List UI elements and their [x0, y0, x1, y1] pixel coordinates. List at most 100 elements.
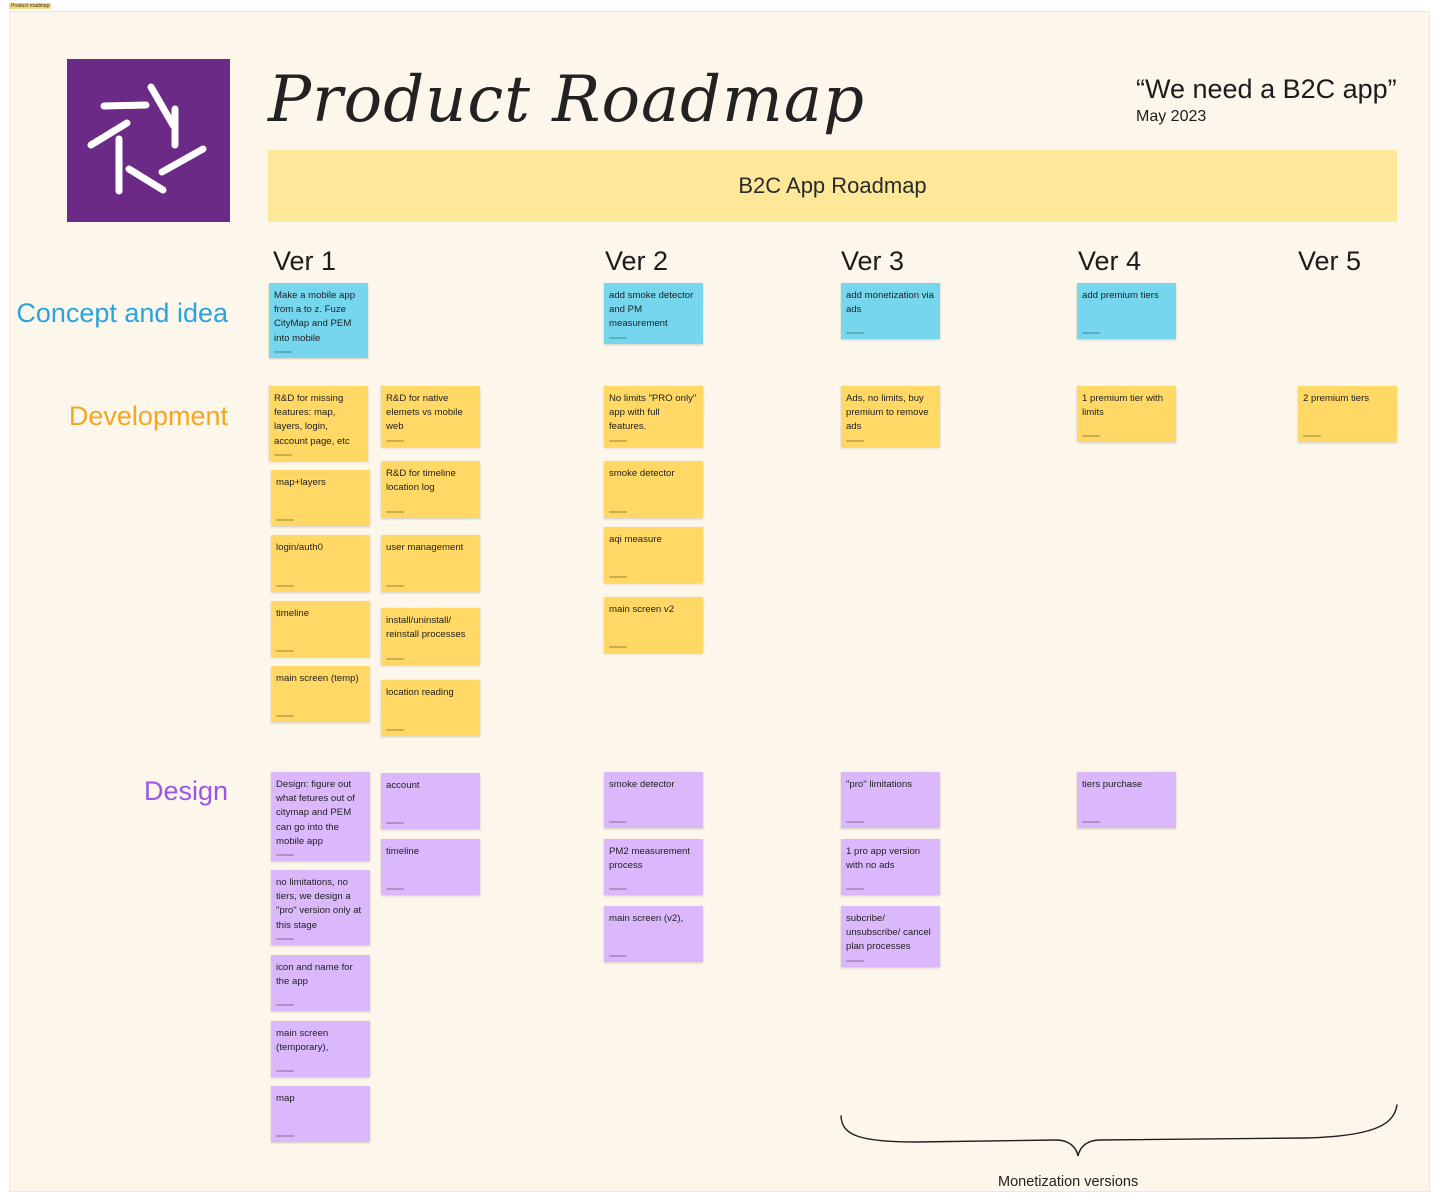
sticky-note[interactable]: R&D for native elemets vs mobile web	[381, 386, 480, 447]
note-author	[386, 658, 404, 660]
note-text: login/auth0	[276, 542, 323, 553]
project-quote: “We need a B2C app”	[1136, 74, 1397, 104]
note-text: user management	[386, 542, 464, 553]
sticky-note[interactable]: Design: figure out what fetures out of c…	[271, 772, 370, 861]
note-text: smoke detector	[609, 779, 675, 790]
note-author	[276, 715, 294, 717]
note-author	[609, 646, 627, 648]
note-text: main screen (temp)	[276, 673, 359, 684]
sticky-note[interactable]: add smoke detector and PM measurement	[604, 283, 703, 344]
sticky-note[interactable]: no limitations, no tiers, we design a "p…	[271, 870, 370, 945]
sticky-note[interactable]: main screen v2	[604, 597, 703, 653]
note-author	[386, 585, 404, 587]
sticky-note[interactable]: "pro" limitations	[841, 772, 940, 828]
sticky-note[interactable]: R&D for missing features: map, layers, l…	[269, 386, 368, 461]
note-author	[276, 650, 294, 652]
note-author	[609, 337, 627, 339]
note-text: 2 premium tiers	[1303, 393, 1370, 404]
note-author	[276, 1004, 294, 1006]
sticky-note[interactable]: map+layers	[271, 470, 370, 526]
sticky-note[interactable]: No limits "PRO only" app with full featu…	[604, 386, 703, 447]
sticky-note[interactable]: map	[271, 1086, 370, 1142]
note-author	[276, 585, 294, 587]
sticky-note[interactable]: location reading	[381, 680, 480, 736]
version-header-3: Ver 3	[841, 246, 905, 276]
note-author	[276, 938, 294, 940]
note-author	[609, 440, 627, 442]
note-author	[386, 511, 404, 513]
sticky-note[interactable]: smoke detector	[604, 772, 703, 828]
sticky-note[interactable]: install/uninstall/ reinstall processes	[381, 608, 480, 665]
note-author	[274, 351, 292, 353]
note-author	[846, 332, 864, 334]
note-author	[609, 511, 627, 513]
note-text: timeline	[386, 846, 420, 857]
sticky-note[interactable]: PM2 measurement process	[604, 839, 703, 895]
version-header-1: Ver 1	[273, 246, 337, 276]
note-author	[846, 440, 864, 442]
row-label-development: Development	[68, 401, 228, 431]
sticky-note[interactable]: main screen (temp)	[271, 666, 370, 722]
frame-tag[interactable]: Product roadmap	[9, 3, 52, 9]
note-author	[274, 454, 292, 456]
note-author	[846, 888, 864, 890]
note-text: add smoke detector and PM measurement	[609, 290, 694, 330]
sticky-note[interactable]: user management	[381, 535, 480, 592]
sticky-note[interactable]: tiers purchase	[1077, 772, 1176, 828]
note-text: 1 premium tier with limits	[1082, 393, 1164, 419]
note-author	[846, 821, 864, 823]
note-text: location reading	[386, 687, 454, 698]
sticky-note[interactable]: account	[381, 773, 480, 829]
note-author	[386, 440, 404, 442]
sticky-note[interactable]: login/auth0	[271, 535, 370, 592]
sticky-note[interactable]: smoke detector	[604, 461, 703, 518]
sticky-note[interactable]: aqi measure	[604, 527, 703, 583]
logo-mark-icon	[87, 83, 207, 195]
sticky-note[interactable]: Make a mobile app from a to z. Fuze City…	[269, 283, 368, 358]
note-author	[1082, 332, 1100, 334]
sticky-note[interactable]: R&D for timeline location log	[381, 461, 480, 518]
note-text: add premium tiers	[1082, 290, 1159, 301]
note-text: aqi measure	[609, 534, 662, 545]
note-text: install/uninstall/ reinstall processes	[386, 615, 466, 641]
sticky-note[interactable]: subcribe/ unsubscribe/ cancel plan proce…	[841, 906, 940, 967]
note-author	[1082, 435, 1100, 437]
note-text: map+layers	[276, 477, 326, 488]
note-author	[386, 888, 404, 890]
note-text: 1 pro app version with no ads	[846, 846, 921, 872]
note-author	[1082, 821, 1100, 823]
sticky-note[interactable]: timeline	[271, 601, 370, 657]
note-author	[846, 960, 864, 962]
banner-label: B2C App Roadmap	[738, 173, 927, 198]
project-date: May 2023	[1136, 108, 1207, 125]
note-text: add monetization via ads	[846, 290, 934, 316]
sticky-note[interactable]: 1 premium tier with limits	[1077, 386, 1176, 442]
sticky-note[interactable]: 1 pro app version with no ads	[841, 839, 940, 895]
sticky-note[interactable]: main screen (v2),	[604, 906, 703, 962]
sticky-note[interactable]: add monetization via ads	[841, 283, 940, 339]
page-title: Product Roadmap	[268, 63, 865, 137]
sticky-note[interactable]: icon and name for the app	[271, 955, 370, 1011]
note-text: R&D for native elemets vs mobile web	[386, 393, 463, 433]
row-label-concept: Concept and idea	[16, 298, 228, 328]
note-text: No limits "PRO only" app with full featu…	[609, 393, 697, 433]
row-label-design: Design	[143, 776, 228, 806]
sticky-note[interactable]: timeline	[381, 839, 480, 895]
note-author	[609, 576, 627, 578]
note-author	[276, 854, 294, 856]
note-text: icon and name for the app	[276, 962, 353, 988]
sticky-note[interactable]: 2 premium tiers	[1298, 386, 1397, 442]
brace-label: Monetization versions	[998, 1174, 1139, 1190]
sticky-note[interactable]: add premium tiers	[1077, 283, 1176, 339]
note-text: no limitations, no tiers, we design a "p…	[276, 877, 362, 931]
note-text: subcribe/ unsubscribe/ cancel plan proce…	[846, 913, 931, 953]
note-text: map	[276, 1093, 295, 1104]
note-text: smoke detector	[609, 468, 675, 479]
note-author	[609, 955, 627, 957]
roadmap-banner[interactable]: B2C App Roadmap	[268, 150, 1397, 222]
sticky-note[interactable]: Ads, no limits, buy premium to remove ad…	[841, 386, 940, 447]
note-text: Ads, no limits, buy premium to remove ad…	[846, 393, 929, 433]
note-author	[276, 519, 294, 521]
note-text: account	[386, 780, 420, 791]
sticky-note[interactable]: main screen (temporary),	[271, 1021, 370, 1077]
